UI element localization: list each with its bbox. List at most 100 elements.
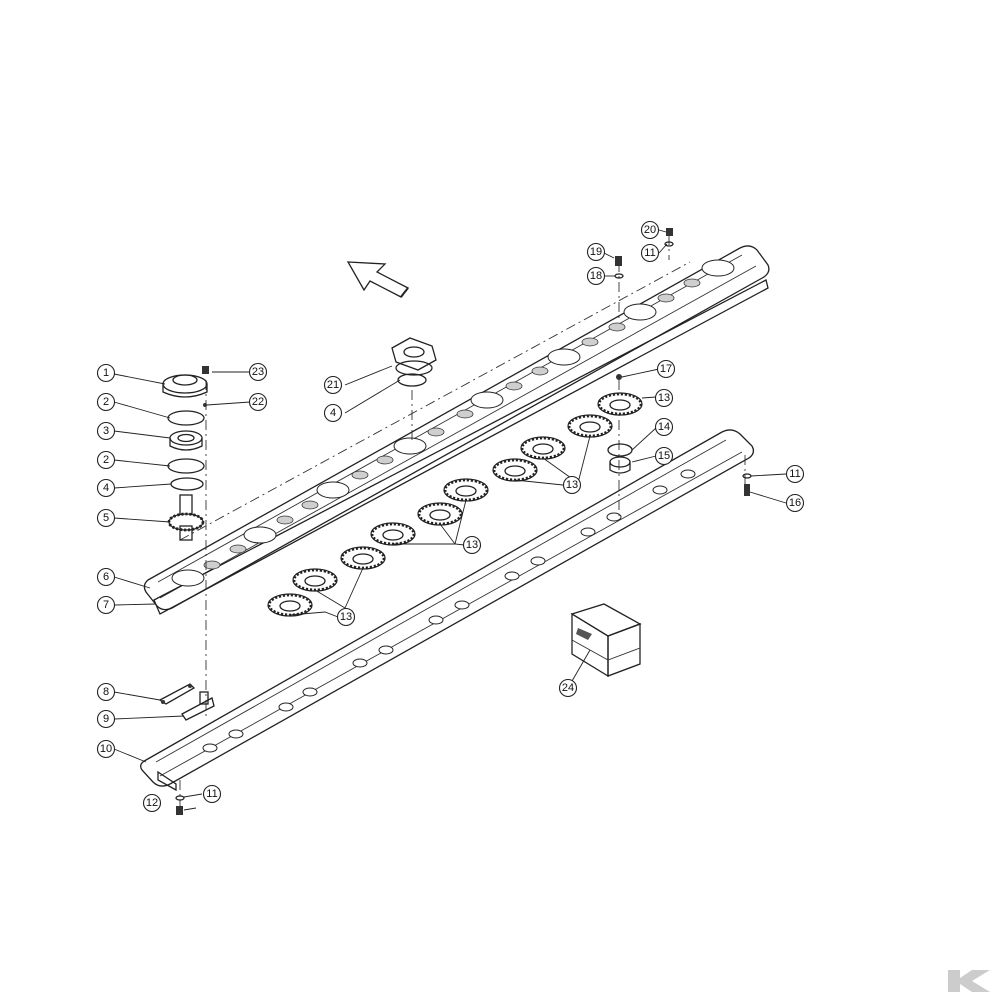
callout-label: 10 [100, 743, 112, 755]
gear [340, 546, 386, 570]
gear-set-13 [267, 392, 643, 617]
callout-17: 17 [656, 359, 676, 379]
gear [417, 502, 463, 526]
callout-label: 2 [103, 396, 109, 408]
gear [267, 593, 313, 617]
bearing-3 [169, 430, 203, 451]
callout-11: 11 [785, 464, 805, 484]
callout-20: 20 [640, 220, 660, 240]
gear [520, 436, 566, 460]
callout-label: 14 [658, 421, 670, 433]
callout-label: 8 [103, 686, 109, 698]
callout-label: 13 [340, 611, 352, 623]
callout-label: 11 [206, 788, 217, 800]
callout-label: 22 [252, 396, 264, 408]
bolt-16 [744, 484, 750, 496]
gear [597, 392, 643, 416]
callout-label: 2 [103, 454, 109, 466]
callout-label: 20 [644, 224, 656, 236]
callout-label: 13 [566, 479, 578, 491]
callout-label: 15 [658, 450, 670, 462]
bracket-8 [158, 683, 196, 705]
callout-label: 7 [103, 599, 109, 611]
upper-cover-plate [143, 245, 770, 615]
bracket-9 [181, 691, 215, 721]
callout-label: 23 [252, 366, 264, 378]
callout-7: 7 [96, 595, 116, 615]
washer-11-bottom [175, 795, 185, 801]
pinion-shaft-5 [167, 494, 205, 541]
seal-ring-upper [167, 410, 205, 426]
callout-6: 6 [96, 567, 116, 587]
callout-label: 1 [103, 367, 109, 379]
gear [567, 414, 613, 438]
upper-plate-large-holes [171, 259, 735, 587]
callout-label: 13 [466, 539, 478, 551]
plug-17 [616, 374, 622, 380]
callout-13: 13 [562, 475, 582, 495]
callout-21: 21 [323, 375, 343, 395]
callout-label: 3 [103, 425, 109, 437]
bearing-housing-1 [162, 374, 208, 398]
callout-2: 2 [96, 450, 116, 470]
callout-4: 4 [323, 403, 343, 423]
callout-8: 8 [96, 682, 116, 702]
callout-label: 19 [590, 246, 602, 258]
bolt-23 [202, 366, 209, 374]
callout-14: 14 [654, 417, 674, 437]
direction-arrow-icon [346, 261, 409, 298]
callout-11: 11 [202, 784, 222, 804]
callout-label: 4 [330, 407, 336, 419]
callout-9: 9 [96, 709, 116, 729]
callout-label: 18 [590, 270, 602, 282]
callout-label: 24 [562, 682, 574, 694]
callout-label: 17 [660, 363, 672, 375]
callout-1: 1 [96, 363, 116, 383]
gear [370, 522, 416, 546]
grease-box-24 [570, 603, 642, 678]
bearing-14-15 [607, 443, 633, 474]
callout-4: 4 [96, 478, 116, 498]
o-ring-left [170, 477, 204, 491]
callout-label: 5 [103, 512, 109, 524]
upper-plate-small-holes [203, 278, 701, 570]
callout-18: 18 [586, 266, 606, 286]
lower-housing-plate [140, 429, 755, 792]
brand-logo-icon [948, 970, 990, 992]
callout-16: 16 [785, 493, 805, 513]
callout-10: 10 [96, 739, 116, 759]
gear [492, 458, 538, 482]
seal-ring-lower [167, 458, 205, 474]
callout-label: 21 [327, 379, 339, 391]
callout-12: 12 [142, 793, 162, 813]
callout-15: 15 [654, 446, 674, 466]
callout-13: 13 [336, 607, 356, 627]
gear [443, 478, 489, 502]
bolt-19 [615, 256, 622, 266]
callout-label: 9 [103, 713, 109, 725]
callout-2: 2 [96, 392, 116, 412]
callout-13: 13 [654, 388, 674, 408]
callout-22: 22 [248, 392, 268, 412]
callout-5: 5 [96, 508, 116, 528]
bolt-20 [666, 228, 673, 236]
callout-label: 16 [789, 497, 801, 509]
callout-label: 11 [789, 468, 800, 480]
lower-plate-bosses [202, 469, 696, 753]
callout-label: 6 [103, 571, 109, 583]
callout-3: 3 [96, 421, 116, 441]
callout-label: 12 [146, 797, 158, 809]
callout-24: 24 [558, 678, 578, 698]
callout-23: 23 [248, 362, 268, 382]
callout-11: 11 [640, 243, 660, 263]
bolt-12 [176, 806, 183, 815]
callout-label: 4 [103, 482, 109, 494]
callout-13: 13 [462, 535, 482, 555]
callout-label: 11 [644, 247, 655, 259]
callout-19: 19 [586, 242, 606, 262]
drive-hub-21 [391, 337, 437, 387]
pin-22 [203, 403, 207, 407]
callout-label: 13 [658, 392, 670, 404]
gear [292, 568, 338, 592]
